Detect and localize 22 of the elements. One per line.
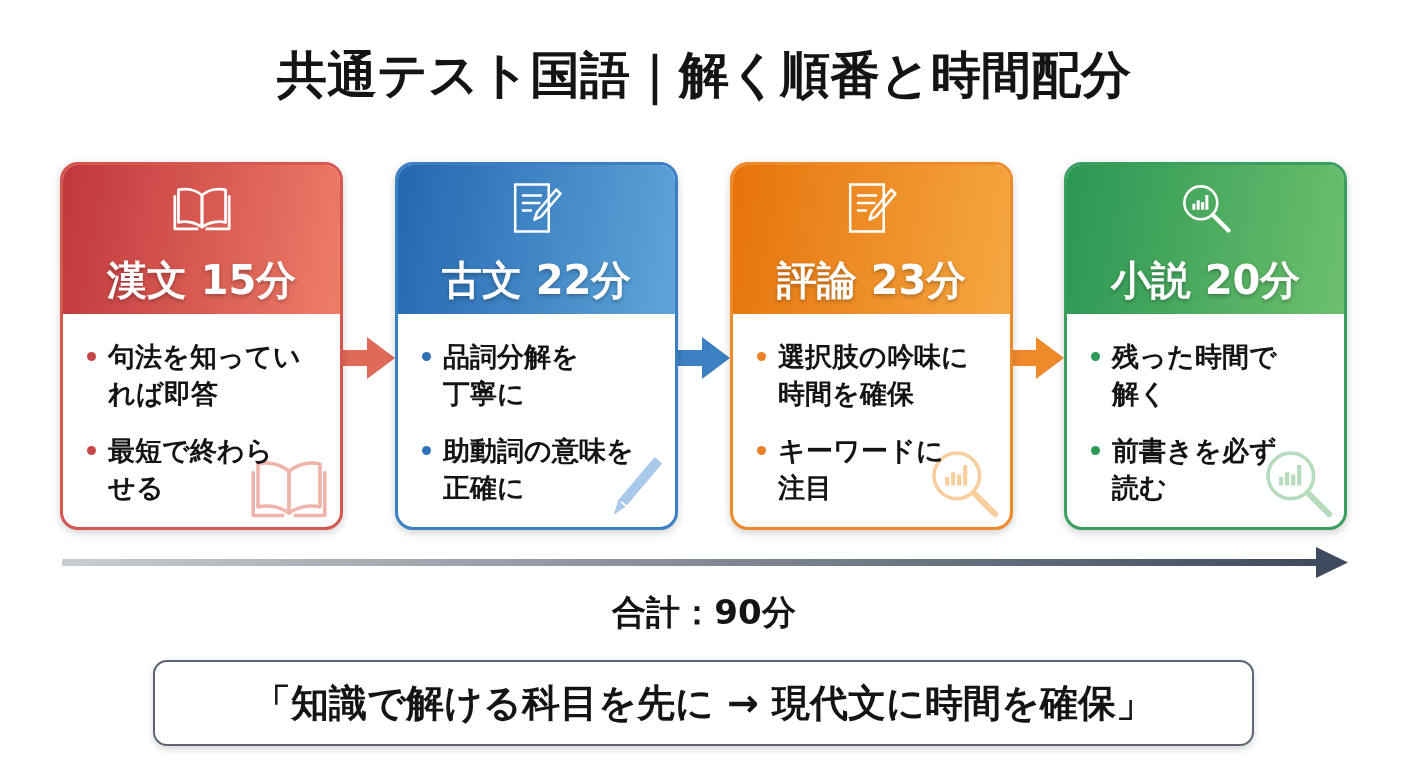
card-heading: 小説 20分 xyxy=(1110,256,1301,304)
note-box: 「知識で解ける科目を先に → 現代文に時間を確保」 xyxy=(153,660,1254,746)
card-heading: 漢文 15分 xyxy=(106,256,297,304)
arrow xyxy=(678,337,730,379)
step-card xyxy=(1064,162,1347,530)
arrow xyxy=(1013,337,1064,379)
step-card xyxy=(730,162,1013,530)
bullet-text: 最短で終わらせる xyxy=(108,434,274,505)
bullet-text: キーワードに注目 xyxy=(778,434,945,505)
card-heading: 評論 23分 xyxy=(776,256,967,304)
title: 共通テスト国語｜解く順番と時間配分 xyxy=(277,45,1131,106)
card-heading: 古文 22分 xyxy=(441,256,632,304)
bullet-text: 品詞分解を丁寧に xyxy=(443,340,580,411)
bullet-text: 選択肢の吟味に時間を確保 xyxy=(778,340,970,411)
bullet-text: 句法を知っていれば即答 xyxy=(108,340,302,411)
bullet-text: 前書きを必ず読む xyxy=(1112,434,1278,505)
step-card xyxy=(395,162,678,530)
total-label: 合計：90分 xyxy=(612,591,796,634)
step-card xyxy=(60,162,343,530)
bullet-text: 助動詞の意味を正確に xyxy=(443,434,635,505)
arrow xyxy=(343,337,395,379)
bullet-text: 残った時間で解く xyxy=(1112,340,1278,411)
